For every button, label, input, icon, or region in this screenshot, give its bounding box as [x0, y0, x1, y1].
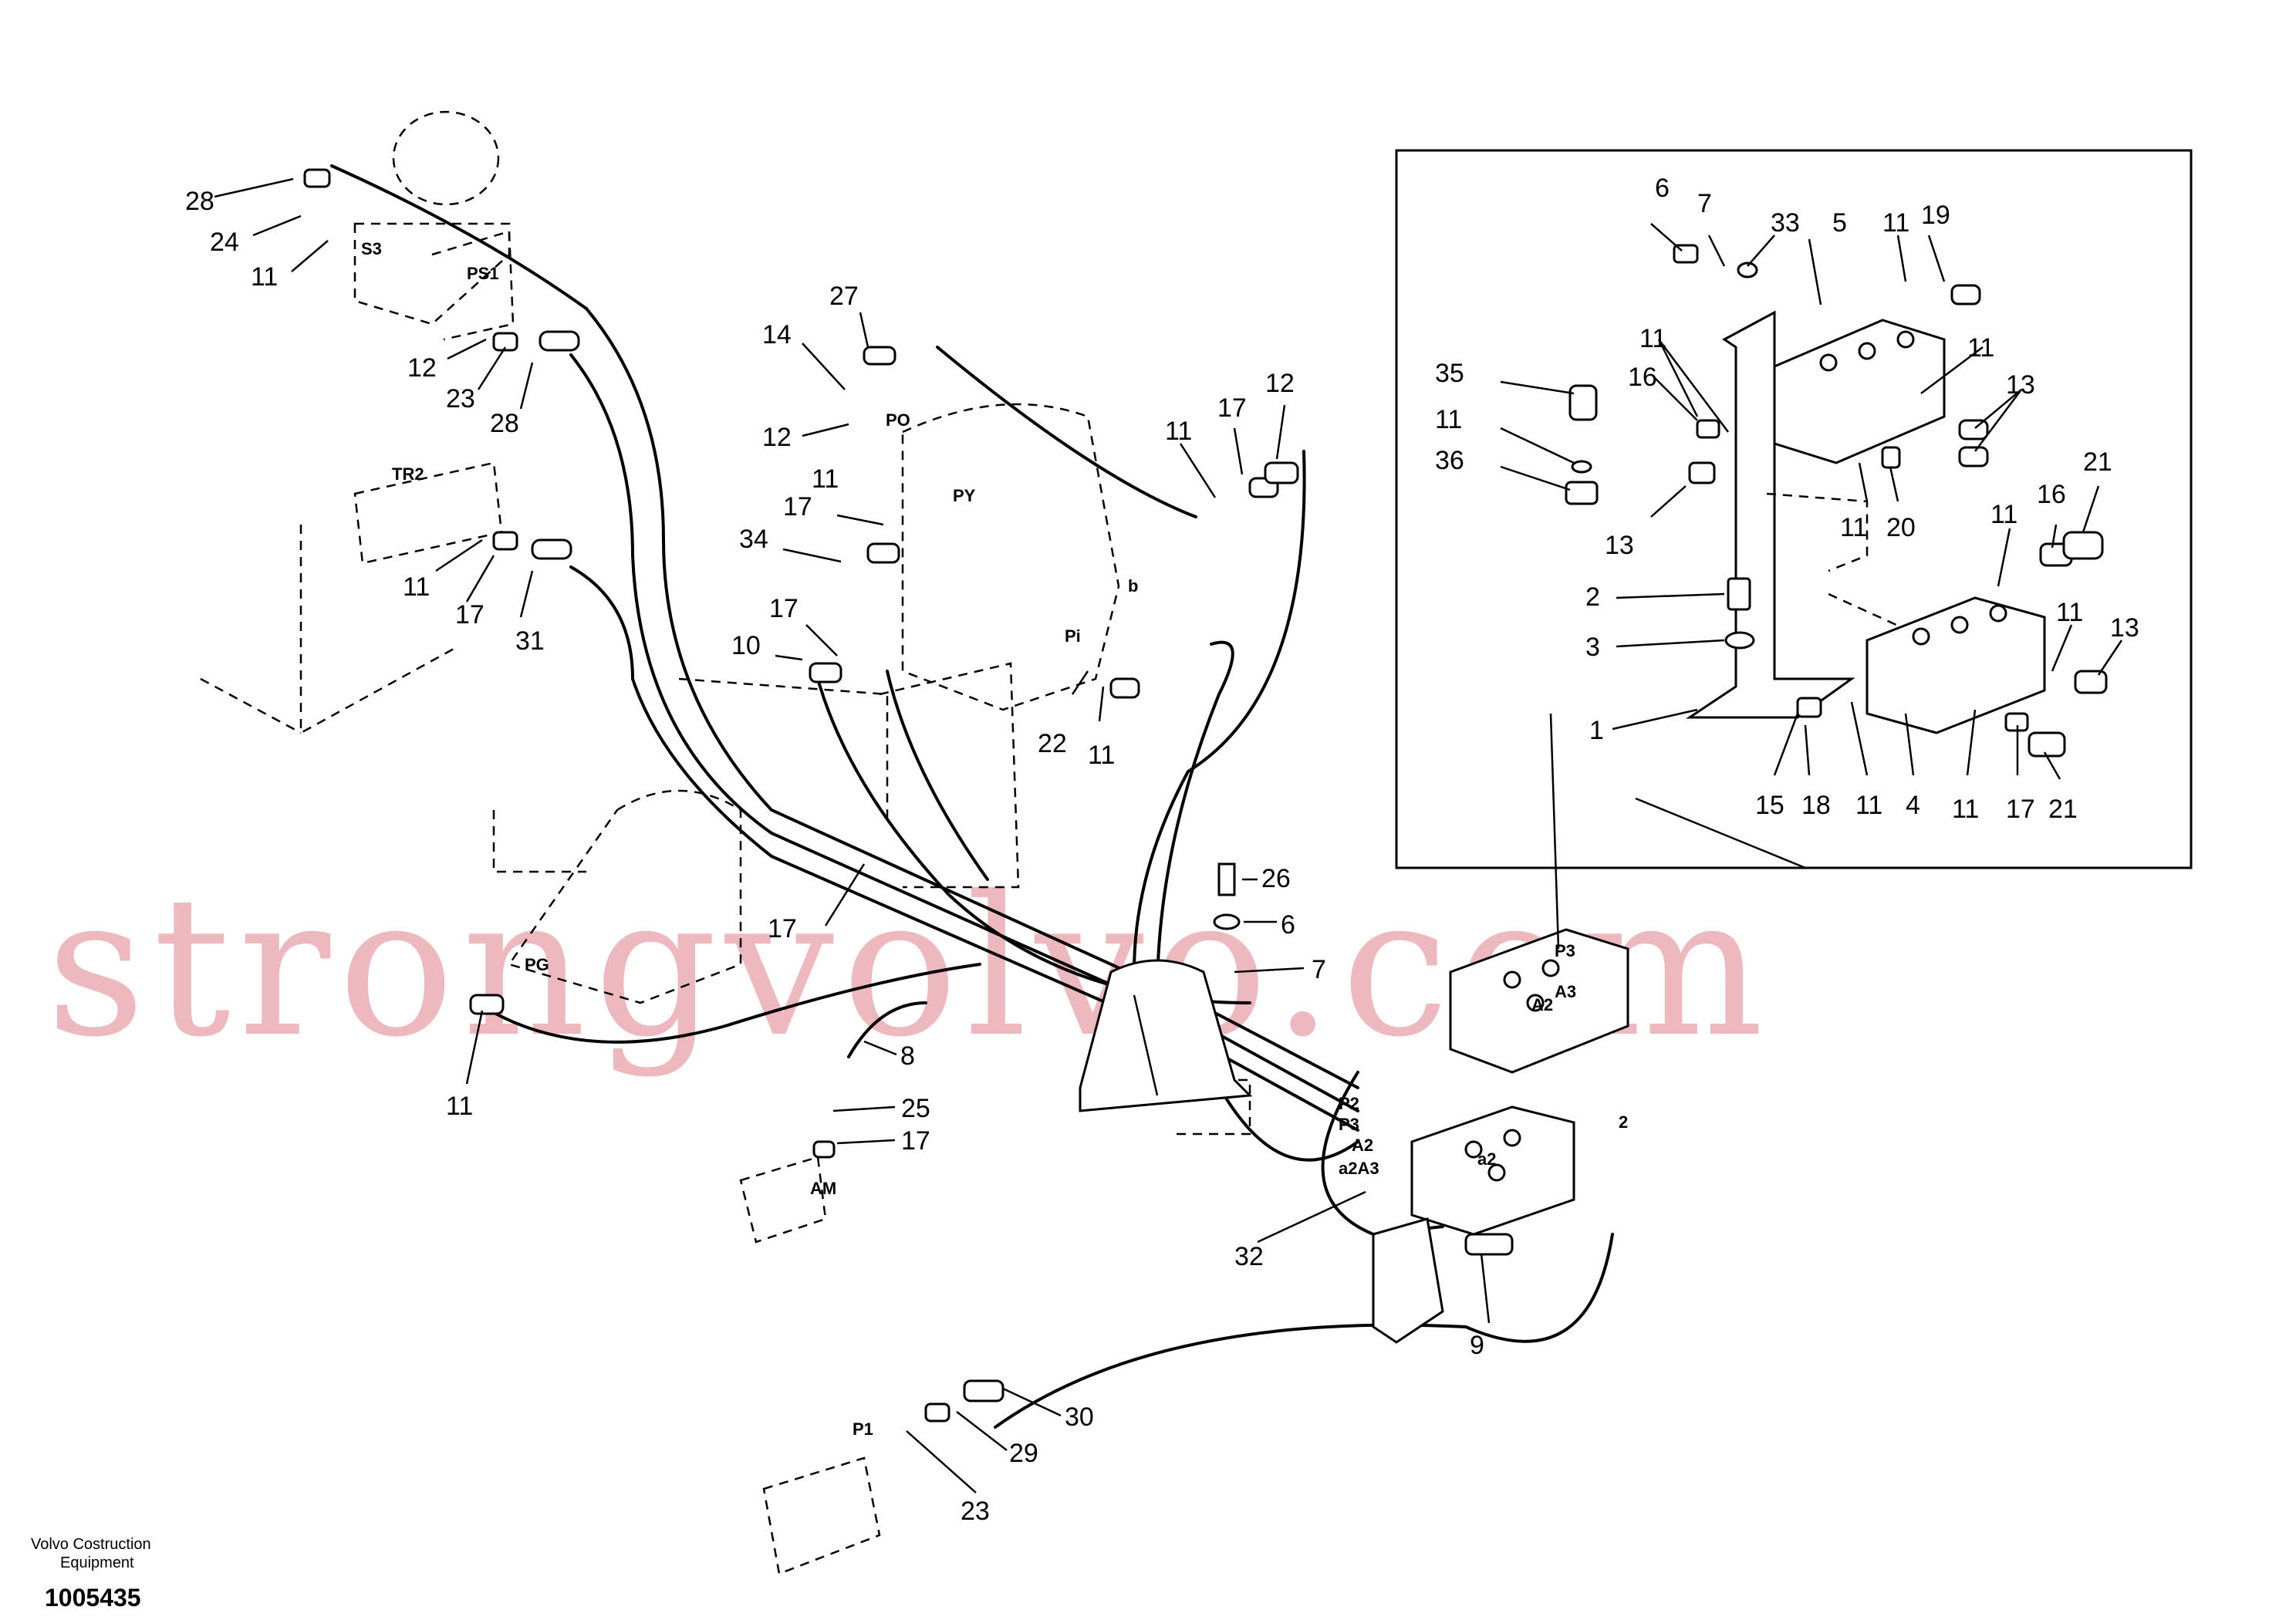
- port-label: S3: [361, 239, 382, 258]
- callout: 11: [251, 262, 278, 292]
- inset-callout: 18: [1801, 791, 1831, 820]
- callout: 34: [739, 525, 768, 554]
- inset-callout: 4: [1906, 791, 1920, 820]
- callout: 11: [403, 572, 430, 602]
- port-label: PO: [886, 410, 910, 430]
- callouts: 28 24 11 12 23 28 11 17 31 14 27 12 11 1…: [185, 187, 1484, 1526]
- inset-callout: 11: [1967, 333, 1994, 363]
- inset-callout: 16: [2037, 480, 2066, 509]
- callout: 12: [407, 353, 437, 383]
- callout: 27: [829, 282, 859, 311]
- inset-callout: 21: [2048, 795, 2078, 824]
- callout: 17: [768, 914, 797, 943]
- inset-callout: 11: [1882, 208, 1909, 238]
- inset-callout: 35: [1435, 359, 1464, 388]
- port-label: P1: [853, 1419, 873, 1439]
- inset-panel: [1395, 149, 2193, 950]
- footer: Volvo Costruction Equipment 1005435: [31, 1536, 151, 1612]
- callout: 10: [731, 631, 761, 660]
- port-label: TR2: [392, 464, 424, 484]
- port-label: PG: [525, 955, 549, 974]
- callout: 32: [1234, 1242, 1264, 1271]
- inset-callout: 11: [1855, 791, 1882, 820]
- inset-callout: 33: [1771, 208, 1800, 238]
- inset-callout: 11: [1435, 405, 1462, 434]
- port-label: P3: [1339, 1115, 1359, 1134]
- hoses: [330, 164, 1614, 1429]
- callout: 11: [1088, 741, 1115, 770]
- port-label: 2: [1619, 1112, 1628, 1132]
- port-label: A3: [1555, 982, 1576, 1001]
- callout: 24: [210, 228, 239, 257]
- inset-callout: 36: [1435, 446, 1464, 475]
- inset-callout: 11: [1840, 513, 1867, 542]
- inset-callout: 21: [2083, 447, 2112, 477]
- callout: 11: [812, 464, 839, 494]
- port-label: Pi: [1065, 626, 1081, 646]
- port-label: PY: [953, 486, 976, 505]
- inset-callout: 1: [1589, 716, 1604, 745]
- inset-callout: 11: [1952, 795, 1979, 824]
- inset-callout: 11: [1990, 500, 2017, 529]
- callout: 11: [446, 1092, 473, 1121]
- callout: 9: [1470, 1331, 1484, 1360]
- port-label: A2: [1352, 1136, 1373, 1155]
- leader-lines: [214, 177, 2123, 1493]
- inset-callout: 13: [2110, 613, 2139, 643]
- callout: 11: [1165, 417, 1192, 446]
- callout: 23: [446, 384, 475, 413]
- callout: 14: [762, 320, 792, 349]
- inset-callout: 13: [2006, 370, 2035, 400]
- port-label: AM: [810, 1179, 836, 1198]
- drawing-number: 1005435: [45, 1584, 141, 1612]
- port-label: P3: [1555, 941, 1575, 960]
- callout: 12: [1265, 369, 1295, 398]
- inset-callout: 2: [1585, 582, 1600, 612]
- callout: 29: [1009, 1439, 1038, 1468]
- port-label: P2: [1339, 1094, 1359, 1113]
- footer-company-line2: Equipment: [60, 1554, 134, 1571]
- inset-callout: 3: [1585, 633, 1600, 662]
- inset-callout: 13: [1605, 531, 1634, 560]
- inset-callout: 16: [1628, 363, 1657, 392]
- callout: 17: [1217, 393, 1247, 423]
- inset-callout: 5: [1832, 208, 1847, 238]
- inset-callouts: 6 7 33 5 11 19 35 11 36 16 11 11 13 13 1…: [1435, 174, 2139, 824]
- callout: 28: [185, 187, 214, 216]
- port-label: A2: [1531, 995, 1553, 1014]
- port-label: a2: [1477, 1149, 1496, 1169]
- callout: 31: [515, 626, 545, 656]
- inset-callout: 11: [2056, 598, 2083, 627]
- callout: 25: [901, 1094, 930, 1123]
- main-components: [303, 168, 1629, 1575]
- callout: 30: [1065, 1402, 1094, 1432]
- callout: 7: [1312, 955, 1326, 984]
- port-label: b: [1128, 576, 1138, 596]
- inset-callout: 7: [1697, 189, 1712, 218]
- callout: 26: [1261, 864, 1291, 893]
- port-label: a2A3: [1339, 1159, 1379, 1178]
- port-label: PS1: [467, 264, 499, 283]
- inset-callout: 19: [1921, 201, 1950, 230]
- callout: 17: [901, 1126, 930, 1156]
- inset-callout: 17: [2006, 795, 2035, 824]
- callout: 8: [900, 1041, 915, 1071]
- callout: 17: [769, 594, 799, 623]
- port-labels: S3 PS1 TR2 PO PY b Pi PG AM P1 P3 A3 A2 …: [361, 239, 1628, 1439]
- callout: 28: [490, 409, 519, 438]
- inset-callout: 11: [1639, 324, 1666, 353]
- footer-company: Volvo Costruction: [31, 1536, 151, 1553]
- callout: 23: [961, 1497, 990, 1526]
- inset-callout: 15: [1755, 791, 1784, 820]
- callout: 22: [1038, 729, 1067, 758]
- inset-callout: 6: [1655, 174, 1670, 203]
- callout: 17: [455, 600, 485, 629]
- callout: 17: [783, 492, 812, 521]
- inset-callout: 20: [1886, 513, 1916, 542]
- callout: 12: [762, 423, 792, 452]
- callout: 6: [1281, 910, 1295, 940]
